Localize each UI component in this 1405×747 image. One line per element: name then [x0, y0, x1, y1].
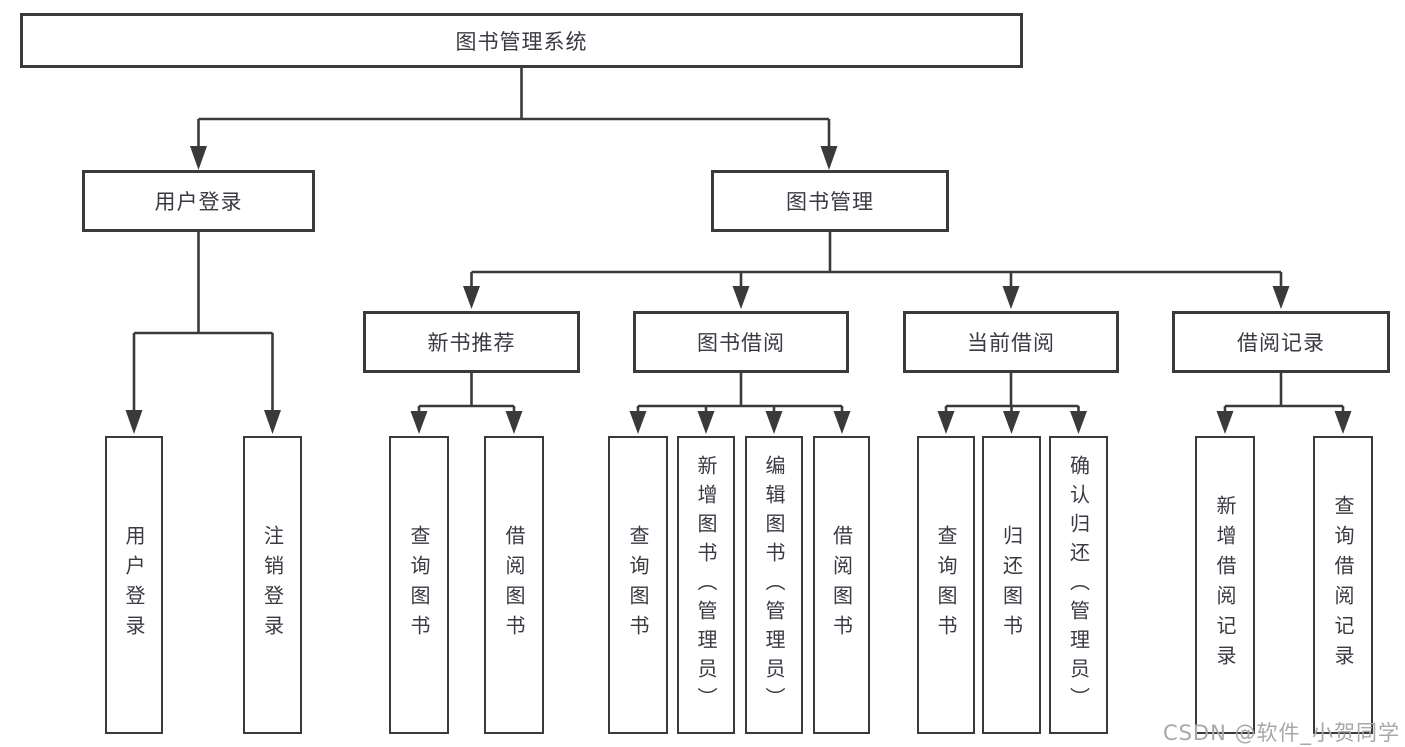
node-book-management: 图书管理: [711, 170, 949, 232]
arrowhead-icon: [833, 411, 851, 434]
leaf-query-books: 查询图书: [389, 436, 449, 734]
leaf-label: 确认归还（管理员）: [1066, 454, 1091, 716]
connector-line: [1223, 373, 1345, 413]
node-borrow-records: 借阅记录: [1172, 311, 1390, 373]
node-label: 新书推荐: [427, 331, 516, 355]
arrowhead-icon: [190, 146, 207, 170]
csdn-watermark: CSDN @软件_小贺同学: [1162, 721, 1400, 745]
leaf-label: 查询图书: [934, 525, 958, 645]
arrowhead-icon: [629, 411, 647, 434]
leaf-label: 新增借阅记录: [1213, 495, 1237, 675]
node-label: 图书管理: [786, 190, 874, 214]
connector-line: [944, 373, 1080, 413]
connector-line: [197, 66, 831, 148]
arrowhead-icon: [937, 411, 955, 434]
connector-bookmgmt-to-level3: [463, 232, 1290, 309]
arrowhead-icon: [1002, 286, 1020, 309]
leaf-label: 归还图书: [999, 525, 1024, 645]
arrowhead-icon: [820, 146, 838, 170]
leaf-label: 借阅图书: [502, 525, 526, 645]
node-current-borrow: 当前借阅: [903, 311, 1119, 373]
arrowhead-icon: [697, 411, 715, 434]
leaf-label: 编辑图书（管理员）: [762, 454, 786, 716]
connector-root-to-level2: [190, 66, 838, 170]
connector-records-to-leaves: [1216, 373, 1352, 434]
arrowhead-icon: [1003, 411, 1020, 434]
leaf-query-borrow-record: 查询借阅记录: [1313, 436, 1373, 734]
leaf-borrow-books: 借阅图书: [813, 436, 870, 734]
connector-line: [470, 232, 1283, 288]
arrowhead-icon: [505, 411, 523, 434]
leaf-label: 用户登录: [122, 525, 146, 645]
leaf-query-books: 查询图书: [608, 436, 668, 734]
arrowhead-icon: [732, 286, 750, 309]
node-root-label: 图书管理系统: [455, 29, 588, 54]
leaf-query-books: 查询图书: [917, 436, 975, 734]
leaf-label: 借阅图书: [829, 525, 854, 645]
arrowhead-icon: [264, 410, 281, 434]
node-new-book-recommend: 新书推荐: [363, 311, 580, 373]
node-label: 图书借阅: [697, 331, 785, 355]
arrowhead-icon: [1070, 411, 1087, 434]
leaf-confirm-return-admin: 确认归还（管理员）: [1049, 436, 1108, 734]
leaf-add-books-admin: 新增图书（管理员）: [677, 436, 735, 734]
node-user-login: 用户登录: [82, 170, 315, 232]
node-root: 图书管理系统: [20, 13, 1023, 68]
connector-userlogin-to-leaves: [125, 232, 281, 434]
arrowhead-icon: [765, 411, 783, 434]
arrowhead-icon: [1272, 286, 1290, 309]
arrowhead-icon: [125, 410, 143, 434]
node-book-borrow: 图书借阅: [633, 311, 849, 373]
leaf-label: 查询借阅记录: [1331, 495, 1355, 675]
node-label: 用户登录: [154, 190, 243, 214]
connector-current-to-leaves: [937, 373, 1087, 434]
arrowhead-icon: [463, 286, 480, 309]
arrowhead-icon: [1216, 411, 1234, 434]
connector-line: [636, 373, 844, 413]
arrowhead-icon: [410, 411, 428, 434]
connector-borrow-to-leaves: [629, 373, 851, 434]
leaf-add-borrow-record: 新增借阅记录: [1195, 436, 1255, 734]
leaf-logout: 注销登录: [243, 436, 302, 734]
leaf-label: 查询图书: [407, 525, 431, 645]
leaf-edit-books-admin: 编辑图书（管理员）: [745, 436, 803, 734]
node-label: 当前借阅: [967, 331, 1055, 355]
leaf-borrow-books: 借阅图书: [484, 436, 544, 734]
connector-recommend-to-leaves: [410, 373, 523, 434]
leaf-user-login: 用户登录: [105, 436, 163, 734]
leaf-return-books: 归还图书: [982, 436, 1041, 734]
leaf-label: 新增图书（管理员）: [694, 454, 718, 716]
node-label: 借阅记录: [1237, 331, 1325, 355]
connector-line: [132, 232, 274, 412]
arrowhead-icon: [1334, 411, 1352, 434]
leaf-label: 查询图书: [626, 525, 650, 645]
connector-line: [417, 373, 516, 413]
leaf-label: 注销登录: [260, 525, 285, 645]
